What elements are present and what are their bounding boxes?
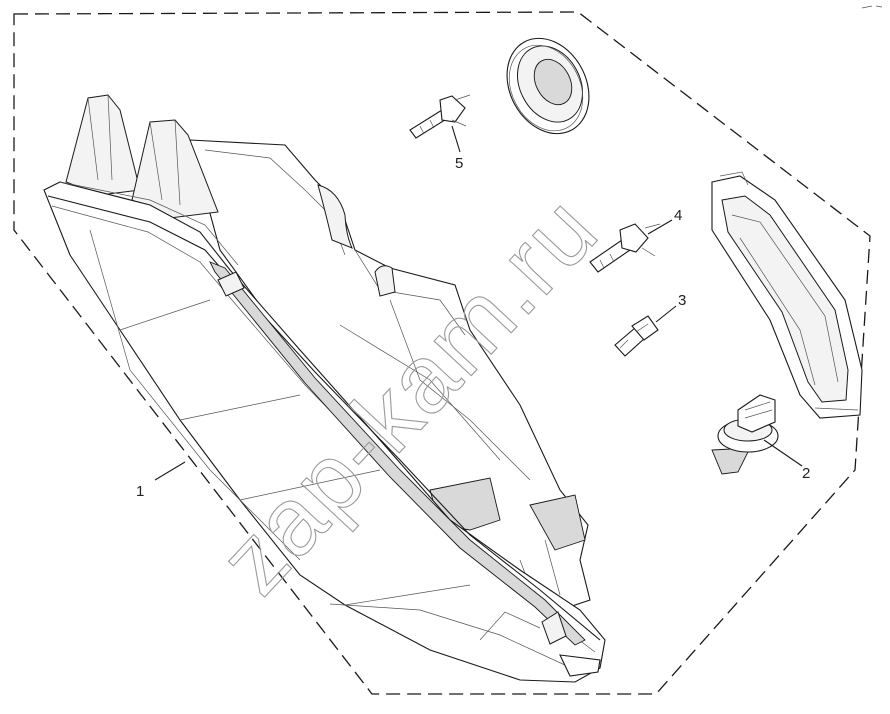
corner-mark [861, 5, 883, 9]
callout-4: 4 [674, 207, 682, 224]
bulb-5 [409, 94, 471, 139]
housing-seal [711, 171, 863, 419]
bulb-socket [711, 394, 779, 475]
bulb-4 [589, 223, 661, 273]
leader-lines [154, 125, 803, 481]
assembly-boundary [13, 11, 871, 695]
callout-1: 1 [136, 483, 144, 500]
callout-3: 3 [678, 292, 686, 309]
bulb-3 [614, 315, 659, 357]
dust-cap [506, 37, 590, 135]
callout-2: 2 [802, 465, 810, 482]
headlamp-housing [43, 94, 606, 683]
callout-labels: 1 2 3 4 5 [136, 155, 810, 500]
callout-5: 5 [455, 155, 463, 172]
